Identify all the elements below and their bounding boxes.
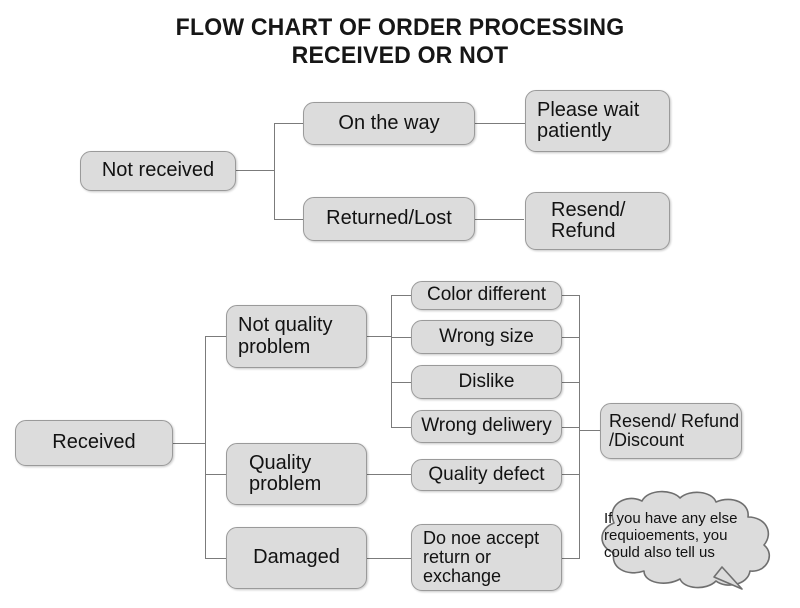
connector-to-on-the-way bbox=[274, 123, 303, 124]
page-title-line-2: RECEIVED OR NOT bbox=[291, 42, 509, 69]
node-received[interactable]: Received bbox=[15, 420, 173, 466]
connector-to-returned-lost bbox=[274, 219, 303, 220]
note-callout-text: If you have any else requioements, you c… bbox=[604, 510, 738, 561]
node-returned-lost[interactable]: Returned/Lost bbox=[303, 197, 475, 241]
node-dislike[interactable]: Dislike bbox=[411, 365, 562, 399]
connector-wrong-deliwery-out bbox=[562, 427, 579, 428]
node-damaged[interactable]: Damaged bbox=[226, 527, 367, 589]
connector-to-color-different bbox=[391, 295, 411, 296]
connector-color-different-out bbox=[562, 295, 579, 296]
speech-bubble-icon bbox=[601, 490, 770, 590]
node-wrong-deliwery[interactable]: Wrong deliwery bbox=[411, 410, 562, 443]
connector-quality-defect-out bbox=[562, 474, 579, 475]
connector-not-received-bus bbox=[274, 123, 275, 219]
page-title-line-1: FLOW CHART OF ORDER PROCESSING bbox=[175, 14, 625, 41]
connector-received-bus bbox=[205, 336, 206, 558]
connector-received-stub bbox=[173, 443, 205, 444]
connector-to-damaged bbox=[205, 558, 226, 559]
node-do-noe-accept-return-or-exchange[interactable]: Do noe accept return or exchange bbox=[411, 524, 562, 591]
connector-to-wrong-deliwery bbox=[391, 427, 411, 428]
node-color-different[interactable]: Color different bbox=[411, 281, 562, 310]
connector-not-quality-problem-stub bbox=[367, 336, 391, 337]
connector-right-collector-bus bbox=[579, 295, 580, 559]
connector-not-received-stub bbox=[236, 170, 274, 171]
connector-to-not-quality-problem bbox=[205, 336, 226, 337]
connector-wrong-size-out bbox=[562, 337, 579, 338]
node-please-wait-patiently[interactable]: Please wait patiently bbox=[525, 90, 670, 152]
node-wrong-size[interactable]: Wrong size bbox=[411, 320, 562, 354]
connector-returned-lost-to-resend-refund bbox=[475, 219, 524, 220]
connector-do-noe-accept-out bbox=[562, 558, 579, 559]
node-resend-refund-discount[interactable]: Resend/ Refund /Discount bbox=[600, 403, 742, 459]
connector-damaged-to-do-noe-accept bbox=[367, 558, 411, 559]
node-not-received[interactable]: Not received bbox=[80, 151, 236, 191]
connector-to-dislike bbox=[391, 382, 411, 383]
node-not-quality-problem[interactable]: Not quality problem bbox=[226, 305, 367, 368]
node-resend-refund[interactable]: Resend/ Refund bbox=[525, 192, 670, 250]
connector-bus-to-resend-refund-discount bbox=[579, 430, 600, 431]
node-quality-defect[interactable]: Quality defect bbox=[411, 459, 562, 491]
note-callout[interactable]: If you have any else requioements, you c… bbox=[586, 489, 786, 594]
connector-to-quality-problem bbox=[205, 474, 226, 475]
connector-dislike-out bbox=[562, 382, 579, 383]
connector-quality-problem-to-quality-defect bbox=[367, 474, 411, 475]
page-title: FLOW CHART OF ORDER PROCESSING RECEIVED … bbox=[0, 14, 800, 70]
connector-to-wrong-size bbox=[391, 337, 411, 338]
node-quality-problem[interactable]: Quality problem bbox=[226, 443, 367, 505]
connector-on-the-way-to-please-wait bbox=[475, 123, 525, 124]
node-on-the-way[interactable]: On the way bbox=[303, 102, 475, 145]
connector-not-quality-problem-bus bbox=[391, 295, 392, 427]
